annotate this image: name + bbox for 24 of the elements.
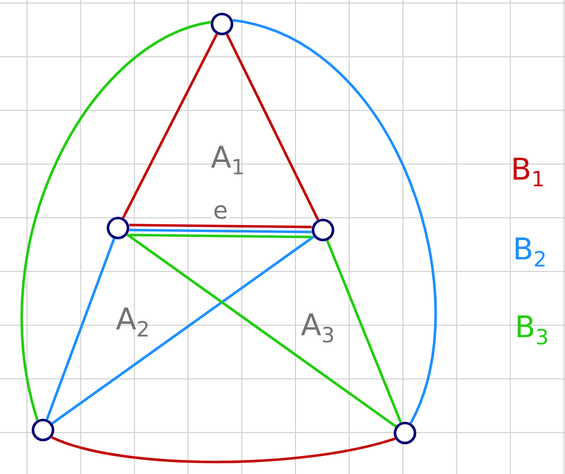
region-label: A$_{1}$: [211, 146, 243, 174]
vertex-circle: [32, 418, 54, 442]
vertex-circle: [106, 216, 130, 240]
edge-line: [326, 240, 402, 424]
edge-line: [129, 234, 312, 238]
edge-label: e: [214, 205, 227, 219]
edge-line: [51, 236, 315, 424]
legend-label: B$_{1}$: [514, 158, 543, 186]
legend-label: B$_{3}$: [518, 315, 548, 345]
vertex-circle: [312, 218, 334, 242]
region-label: A$_{3}$: [301, 313, 334, 343]
region-label: A$_{2}$: [116, 308, 148, 336]
edge-line: [122, 33, 218, 219]
vertex-circle: [210, 12, 234, 36]
edge-line: [129, 228, 312, 234]
edge-line: [226, 34, 320, 220]
edge-line: [20, 20, 212, 421]
edge-line: [46, 238, 116, 420]
edge-line: [51, 436, 396, 464]
edge-line: [126, 234, 397, 428]
edge-line: [232, 18, 437, 424]
edge-line: [129, 224, 312, 228]
vertex-circle: [394, 422, 416, 444]
legend-label: B$_{2}$: [516, 238, 545, 266]
